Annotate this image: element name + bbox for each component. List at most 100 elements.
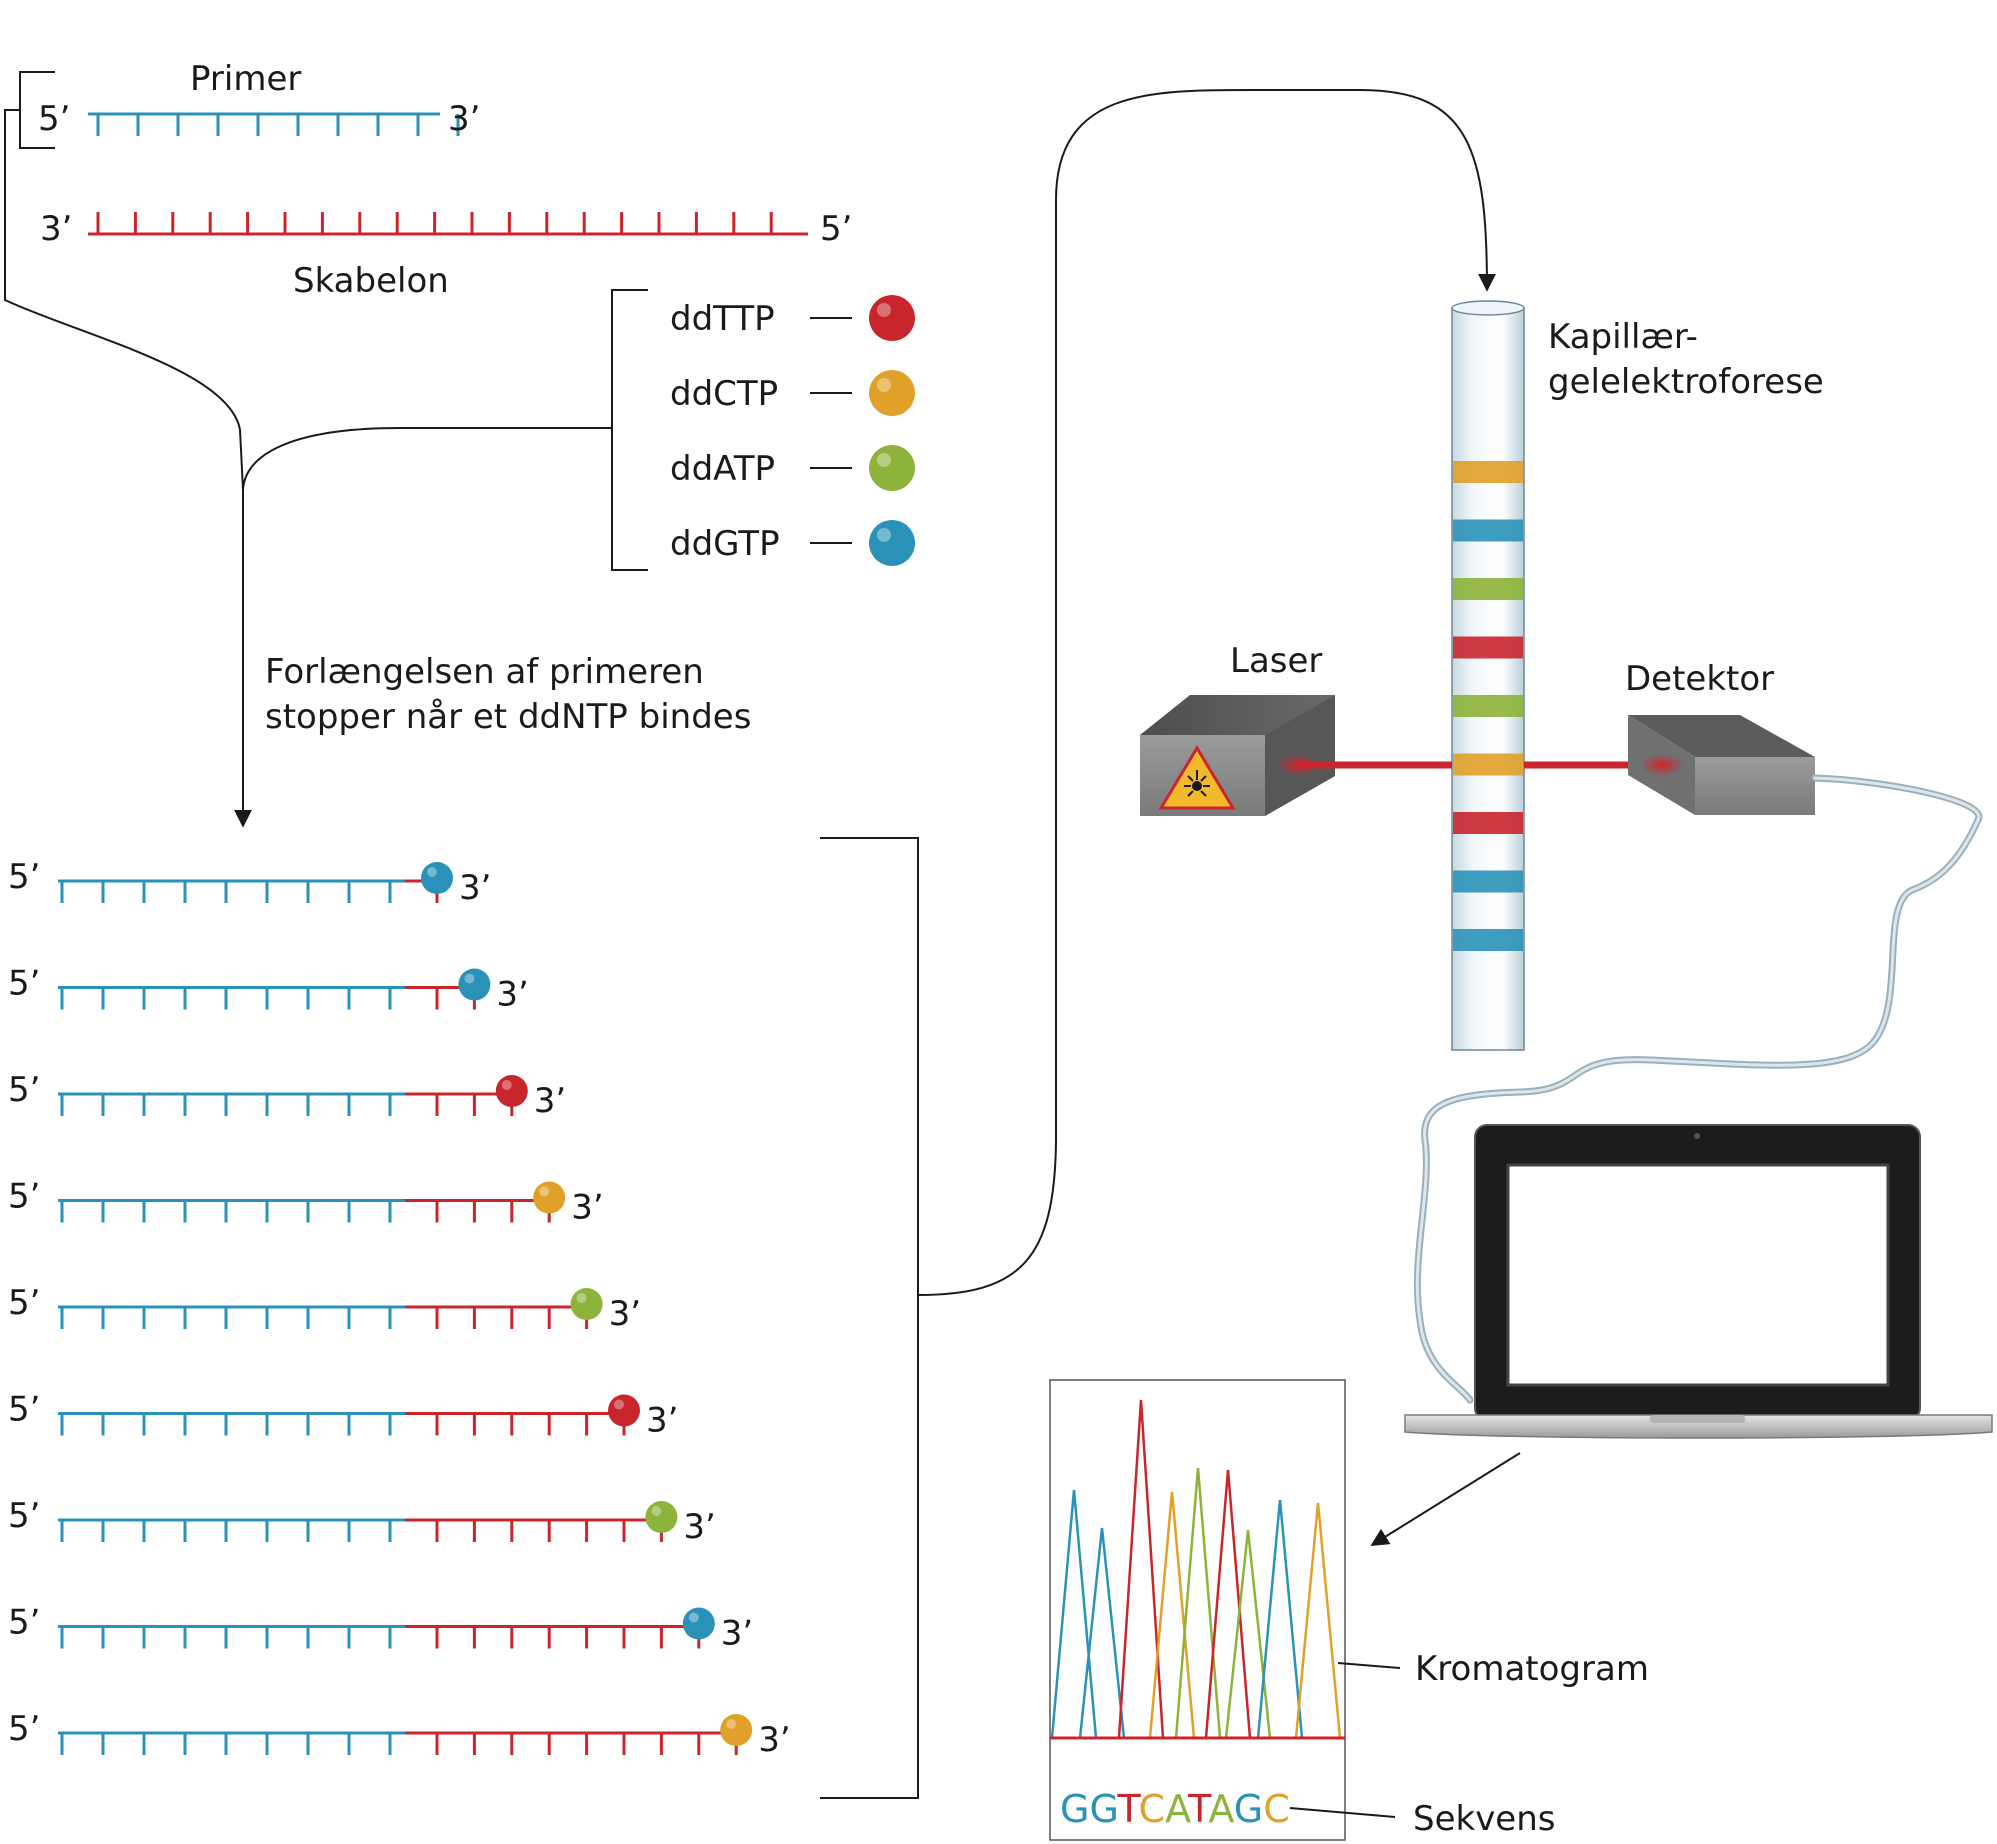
fragment-3prime-label: 3’ [534,1081,566,1121]
laser-label: Laser [1230,641,1322,681]
sequence-base: G [1089,1787,1117,1831]
fragment-5prime-label: 5’ [8,1603,40,1643]
fragment-terminal-dot [682,1607,715,1640]
fragment-3prime-label: 3’ [571,1188,603,1228]
laser-warning-icon [1158,745,1236,810]
capillary-label-line2: gelelektroforese [1548,362,1824,402]
primer-strand [88,112,460,136]
fragment-5prime-label: 5’ [8,1496,40,1536]
ddntp-label: ddCTP [670,374,778,414]
sequence-text: GGTCATAGC [1060,1787,1290,1831]
capillary-band [1453,461,1523,483]
chromatogram [1050,1399,1345,1740]
fragment-terminal-dot [495,1075,528,1107]
fragment-5prime-label: 5’ [8,964,40,1004]
fragments-to-capillary-connector [917,89,1496,1296]
fragment-terminal-dot [458,968,491,1001]
sequence-base: C [1263,1787,1290,1831]
ddntp-label: ddGTP [670,524,780,564]
capillary-band [1453,870,1523,893]
chromatogram-pointer [1337,1662,1401,1669]
primer-label: Primer [190,59,301,99]
fragment-5prime-label: 5’ [8,1177,40,1217]
fragment: 5’ 3’ [8,857,491,908]
capillary-band [1453,812,1523,834]
fragment-terminal-dot [570,1288,603,1320]
fragment-3prime-label: 3’ [683,1507,715,1547]
fragment-terminal-dot [608,1394,640,1427]
sequence-base: T [1117,1787,1142,1831]
sequence-base: A [1165,1787,1191,1831]
ddntp-item-ddttp: ddTTP [670,295,915,341]
ddntp-dot [869,520,915,566]
sequence-label: Sekvens [1413,1799,1556,1839]
template-strand [88,212,808,236]
ddntp-label: ddTTP [670,299,775,339]
ddntp-label: ddATP [670,449,775,489]
fragment-3prime-label: 3’ [496,975,528,1015]
capillary-band [1453,578,1523,600]
fragment-5prime-label: 5’ [8,1070,40,1110]
laptop-screen [1506,1163,1890,1387]
fragment-3prime-label: 3’ [609,1294,641,1334]
extension-text-line1: Forlængelsen af primeren [265,652,704,692]
chromatogram-peak [1294,1502,1342,1739]
chromatogram-peak [1148,1491,1196,1739]
sequence-base: G [1060,1787,1089,1831]
laptop-to-chromatogram-arrow [1370,1452,1521,1546]
fragment-terminal-dot [533,1181,566,1214]
chromatogram-peak [1117,1399,1165,1739]
sequence-base: G [1234,1787,1263,1831]
fragment-3prime-label: 3’ [459,868,491,908]
fragment-3prime-label: 3’ [646,1401,678,1441]
fragments-bracket [820,837,919,1799]
ddntp-item-ddatp: ddATP [670,445,915,491]
fragment-5prime-label: 5’ [8,1390,40,1430]
capillary-band [1453,519,1523,542]
primer-template-group: Primer 5’ 3’ 3’ 5’ Skabelon [19,59,852,301]
template-label: Skabelon [293,261,449,301]
template-5prime-label: 5’ [820,209,852,249]
capillary-tube [1451,300,1525,1051]
mix-connector-ddntp [242,427,612,491]
fragment: 5’ 3’ [8,1177,604,1228]
sequence-pointer [1289,1807,1396,1818]
ddntp-bracket [611,289,648,571]
capillary-label-line1: Kapillær- [1548,317,1698,357]
capillary-bands [1453,461,1523,951]
fragment-5prime-label: 5’ [8,857,40,897]
ddntp-item-ddgtp: ddGTP [670,520,915,566]
laptop [1404,1124,1993,1439]
laser-device [1140,695,1335,816]
fragment-5prime-label: 5’ [8,1283,40,1323]
chromatogram-peak [1224,1529,1272,1739]
template-3prime-label: 3’ [40,209,72,249]
fragment: 5’ 3’ [8,1070,566,1121]
fragment-terminal-dot [645,1501,678,1533]
fragment: 5’ 3’ [8,1390,678,1441]
fragment-5prime-label: 5’ [8,1709,40,1749]
ddntp-list: ddTTP ddCTP ddATP ddGTP [670,295,915,566]
fragment: 5’ 3’ [8,1283,641,1334]
sequence-base: A [1208,1787,1234,1831]
fragment: 5’3’ [8,1603,753,1654]
primer-3prime-label: 3’ [448,99,480,139]
ddntp-dot [869,295,915,341]
fragment: 5’ 3’ [8,964,529,1015]
ddntp-dot [869,370,915,416]
fragment-3prime-label: 3’ [758,1720,790,1760]
terminated-fragments: 5’3’5’3’5’3’5’3’5’3’5’3’5’3’5’3’5’3’ [8,857,791,1760]
ddntp-dot [869,445,915,491]
mix-connector-left [4,109,244,491]
capillary-band [1453,636,1523,659]
fragment-terminal-dot [720,1714,753,1746]
capillary-band [1453,929,1523,951]
primer-5prime-label: 5’ [38,99,70,139]
detector-device [1628,715,1815,815]
chromatogram-label: Kromatogram [1415,1649,1649,1689]
chromatogram-panel [1049,1379,1346,1841]
fragment: 5’ 3’ [8,1496,716,1547]
sequence-base: T [1187,1787,1212,1831]
extension-text-line2: stopper når et ddNTP bindes [265,697,751,737]
